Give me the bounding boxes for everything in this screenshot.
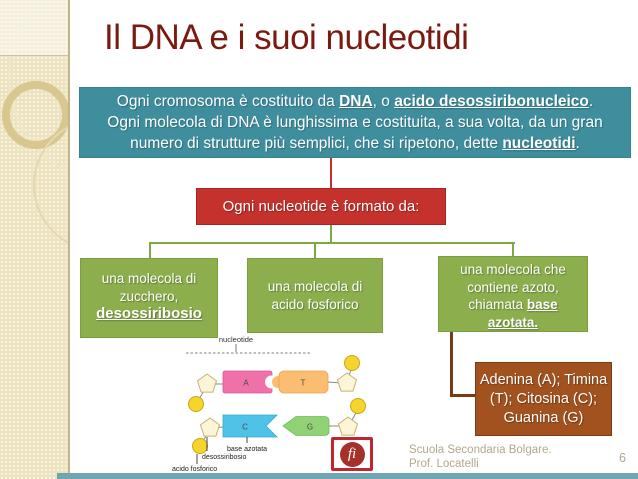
connector-intro-to-node	[330, 158, 332, 188]
sidebar-decoration	[0, 0, 70, 479]
term-nucleotidi: nucleotidi	[502, 135, 576, 152]
connector-base-elbow-vertical	[450, 331, 453, 397]
term-dna: DNA	[339, 93, 373, 110]
sidebar-ring	[2, 81, 68, 149]
logo-text: fi	[347, 445, 357, 462]
intro-line-2: Ogni molecola di DNA è lunghissima e cos…	[107, 114, 603, 131]
connector-base-elbow-horizontal	[450, 394, 476, 397]
sidebar-top-band	[0, 0, 68, 56]
logo-badge: fi	[331, 437, 373, 471]
connector-branch-horizontal	[149, 242, 515, 244]
bottom-accent-bar	[57, 473, 638, 479]
label-acido-fosforico: acido fosforico	[172, 466, 217, 473]
nucleotide-node: Ogni nucleotide è formato da:	[196, 188, 446, 225]
connector-node-down	[330, 224, 332, 243]
connector-branch-right	[512, 243, 514, 256]
page-number: 6	[619, 451, 626, 465]
term-desossiribosio: desossiribosio	[96, 305, 202, 322]
base-letter-a: A	[243, 379, 249, 388]
diagram-bracket-label: nucleotide	[219, 335, 253, 344]
bases-list-box: Adenina (A); Timina (T); Citosina (C); G…	[475, 362, 612, 436]
term-base-azotata: base	[526, 297, 558, 312]
intro-box: Ogni cromosoma è costituito da DNA, o ac…	[79, 87, 631, 158]
intro-line-3: numero di strutture più semplici, che si…	[130, 135, 580, 152]
component-box-base: una molecola che contiene azoto, chiamat…	[438, 256, 588, 332]
intro-line-1: Ogni cromosoma è costituito da DNA, o ac…	[116, 93, 594, 110]
page-title: Il DNA e i suoi nucleotidi	[104, 18, 469, 57]
phosphate-circle	[344, 355, 360, 371]
nucleotide-diagram: nucleotide A T C G	[172, 335, 366, 473]
label-base-azotata: base azotata	[227, 446, 267, 453]
term-acido-desossiribonucleico: acido desossiribonucleico	[394, 93, 589, 110]
base-letter-c: C	[242, 423, 248, 432]
footer-text: Scuola Secondaria Bolgare. Prof. Locatel…	[409, 444, 552, 470]
label-desossiribosio: desossiribosio	[202, 454, 246, 461]
base-letter-t: T	[301, 379, 306, 388]
sugar-pentagon	[196, 373, 218, 393]
connector-branch-left	[149, 243, 151, 258]
phosphate-circle	[192, 438, 208, 454]
base-letter-g: G	[307, 423, 313, 432]
phosphate-circle	[350, 398, 366, 414]
logo-circle: fi	[339, 441, 365, 467]
phosphate-circle	[188, 396, 204, 412]
sugar-pentagon	[337, 416, 359, 436]
sugar-pentagon	[199, 417, 221, 437]
base-c-shape	[222, 414, 278, 438]
component-box-sugar: una molecola di zucchero, desossiribosio	[80, 258, 218, 338]
connector-branch-middle	[314, 243, 316, 258]
sugar-pentagon	[336, 372, 358, 392]
component-box-phosphate: una molecola di acido fosforico	[247, 258, 383, 333]
